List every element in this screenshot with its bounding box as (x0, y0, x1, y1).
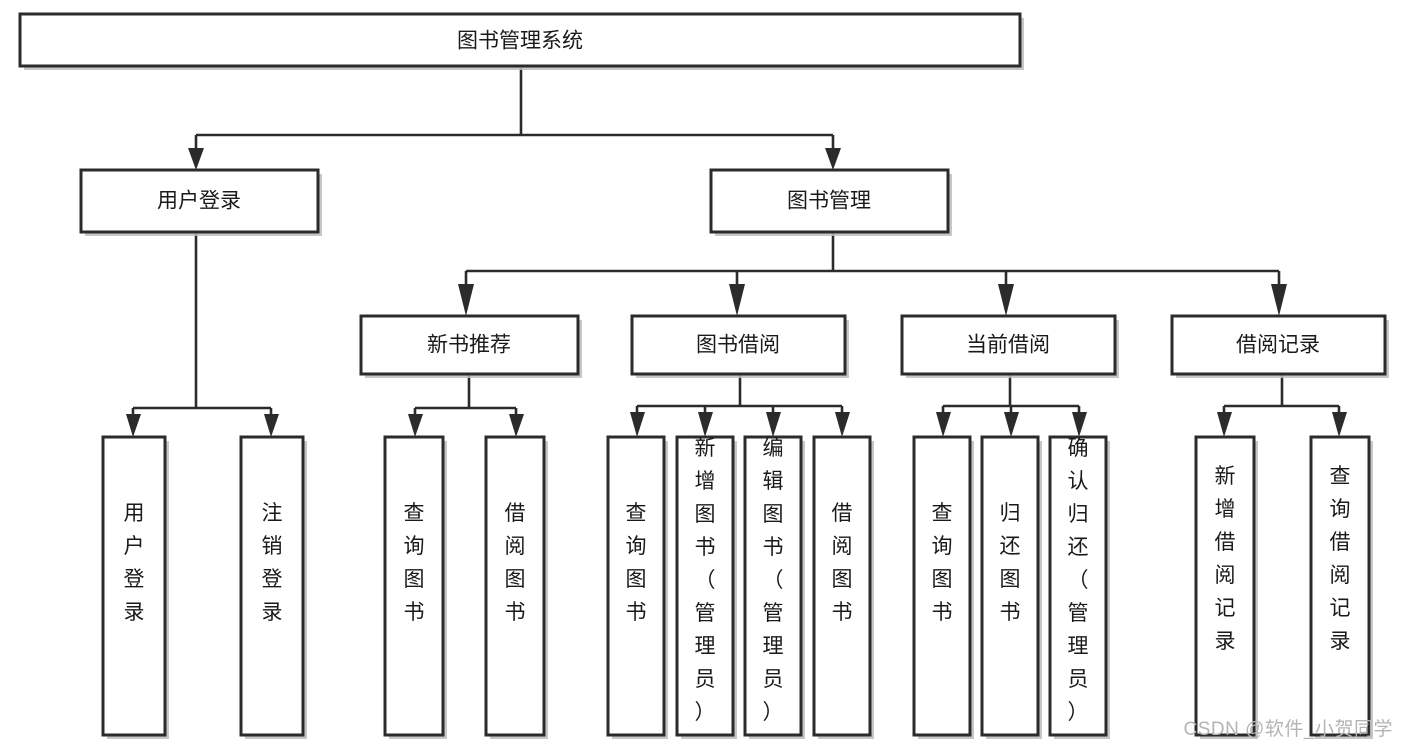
arrow-icon-cb-leaf-3 (1072, 412, 1087, 437)
node-label-leaf-logout-login: 注销登录 (262, 502, 283, 624)
node-current-borrow[interactable]: 当前借阅 (900, 314, 1119, 378)
node-leaf-query-book-3[interactable]: 查询图书 (912, 435, 974, 739)
node-rect[interactable] (743, 435, 803, 737)
node-label-leaf-query-book-2: 查询图书 (626, 502, 647, 624)
arrow-icon-cb-leaf-1 (936, 412, 951, 437)
node-rect[interactable] (630, 314, 847, 376)
node-root-system[interactable]: 图书管理系统 (18, 12, 1024, 70)
node-book-management[interactable]: 图书管理 (709, 168, 952, 236)
node-label-book-management: 图书管理 (787, 190, 871, 213)
node-rect[interactable] (709, 168, 950, 234)
node-rect[interactable] (812, 435, 872, 737)
node-label-book-borrow: 图书借阅 (696, 334, 780, 357)
node-leaf-query-book-1[interactable]: 查询图书 (383, 435, 447, 739)
node-label-new-book-recommend: 新书推荐 (427, 334, 511, 357)
node-rect[interactable] (900, 314, 1117, 376)
node-rect[interactable] (1309, 435, 1371, 737)
node-leaf-borrow-book-2[interactable]: 借阅图书 (812, 435, 874, 739)
node-label-leaf-add-book: 新增图书（管理员） (695, 437, 716, 724)
node-label-leaf-borrow-book-2: 借阅图书 (832, 502, 853, 624)
node-leaf-return-book[interactable]: 归还图书 (980, 435, 1042, 739)
node-label-current-borrow: 当前借阅 (966, 334, 1050, 357)
arrow-icon-new-book-leaf-2 (509, 414, 524, 437)
node-leaf-user-login[interactable]: 用户登录 (101, 435, 169, 739)
arrow-icon-root-book-management (825, 148, 841, 170)
node-label-leaf-confirm-return: 确认归还（管理员） (1068, 437, 1089, 724)
node-rect[interactable] (1048, 435, 1108, 737)
node-label-borrow-record: 借阅记录 (1236, 334, 1320, 357)
node-rect[interactable] (239, 435, 305, 737)
arrow-icon-bm-current-borrow (998, 284, 1014, 316)
node-rect[interactable] (912, 435, 972, 737)
arrow-icon-bm-borrow-record (1271, 284, 1287, 316)
node-leaf-add-record[interactable]: 新增借阅记录 (1194, 435, 1258, 739)
arrow-icon-user-login-leaf-2 (264, 414, 279, 437)
node-label-leaf-borrow-book-1: 借阅图书 (505, 502, 526, 624)
node-label-leaf-query-record: 查询借阅记录 (1330, 465, 1351, 653)
arrow-icon-bb-leaf-3 (766, 412, 781, 437)
node-borrow-record[interactable]: 借阅记录 (1170, 314, 1389, 378)
node-leaf-query-book-2[interactable]: 查询图书 (606, 435, 668, 739)
connectors (126, 68, 1347, 437)
node-leaf-borrow-book-1[interactable]: 借阅图书 (484, 435, 548, 739)
node-rect[interactable] (1194, 435, 1256, 737)
arrow-icon-bm-book-borrow (729, 284, 745, 316)
arrow-icon-br-leaf-1 (1217, 412, 1232, 437)
arrow-icon-br-leaf-2 (1332, 412, 1347, 437)
node-leaf-edit-book[interactable]: 编辑图书（管理员） (743, 435, 805, 739)
node-label-leaf-user-login: 用户登录 (124, 502, 145, 624)
node-label-root: 图书管理系统 (457, 30, 583, 53)
node-leaf-logout-login[interactable]: 注销登录 (239, 435, 307, 739)
node-user-login[interactable]: 用户登录 (79, 168, 322, 236)
node-label-leaf-query-book-3: 查询图书 (932, 502, 953, 624)
node-leaf-query-record[interactable]: 查询借阅记录 (1309, 435, 1373, 739)
arrow-icon-bb-leaf-1 (630, 412, 645, 437)
node-rect[interactable] (675, 435, 735, 737)
node-label-leaf-return-book: 归还图书 (1000, 502, 1021, 624)
arrow-icon-bm-new-book (458, 284, 474, 316)
arrow-icon-bb-leaf-2 (698, 412, 713, 437)
node-book-borrow[interactable]: 图书借阅 (630, 314, 849, 378)
node-rect[interactable] (383, 435, 445, 737)
node-rect[interactable] (79, 168, 320, 234)
node-rect[interactable] (359, 314, 580, 376)
arrow-icon-bb-leaf-4 (835, 412, 850, 437)
node-label-user-login: 用户登录 (157, 190, 241, 213)
node-leaf-add-book[interactable]: 新增图书（管理员） (675, 435, 737, 739)
node-leaf-confirm-return[interactable]: 确认归还（管理员） (1048, 435, 1110, 739)
arrow-icon-new-book-leaf-1 (408, 414, 423, 437)
node-rect[interactable] (980, 435, 1040, 737)
node-rect[interactable] (606, 435, 666, 737)
node-rect[interactable] (18, 12, 1022, 68)
node-label-leaf-edit-book: 编辑图书（管理员） (763, 437, 784, 724)
arrow-icon-root-user-login (188, 148, 204, 170)
arrow-icon-cb-leaf-2 (1004, 412, 1019, 437)
node-rect[interactable] (484, 435, 546, 737)
arrow-icon-user-login-leaf-1 (126, 414, 141, 437)
node-rect[interactable] (101, 435, 167, 737)
node-new-book-recommend[interactable]: 新书推荐 (359, 314, 582, 378)
node-rect[interactable] (1170, 314, 1387, 376)
node-label-leaf-add-record: 新增借阅记录 (1215, 465, 1236, 653)
node-label-leaf-query-book-1: 查询图书 (404, 502, 425, 624)
